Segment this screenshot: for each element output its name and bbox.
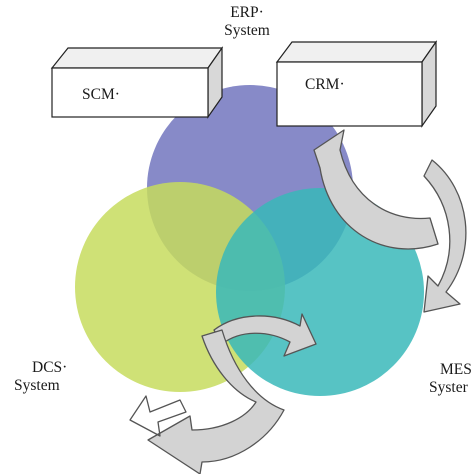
dcs-label-line1: DCS· [32, 359, 68, 376]
crm-to-mes-arrow-body [313, 129, 439, 250]
erp-label-line1: ERP· [230, 4, 264, 21]
scm-box-face [51, 67, 209, 118]
mes-label-line1: MES [440, 361, 472, 378]
erp-label-line2: System [224, 22, 270, 39]
scm-box [50, 46, 224, 119]
dcs-label-line2: System [14, 377, 60, 394]
lower-loop-arrow [147, 329, 285, 474]
scm-box-top [50, 47, 224, 69]
crm-box [275, 40, 438, 128]
crm-box-face [276, 61, 423, 127]
mes-label-line2: Syster [429, 379, 468, 396]
crm-label: CRM· [305, 76, 345, 93]
crm-box-top [275, 41, 438, 63]
mes-return-arrow [423, 159, 467, 313]
flow-arrows [129, 129, 467, 474]
scm-label: SCM· [82, 86, 120, 103]
dcs-to-mes-arrow [213, 313, 317, 357]
lower-back-arrow [129, 395, 187, 437]
